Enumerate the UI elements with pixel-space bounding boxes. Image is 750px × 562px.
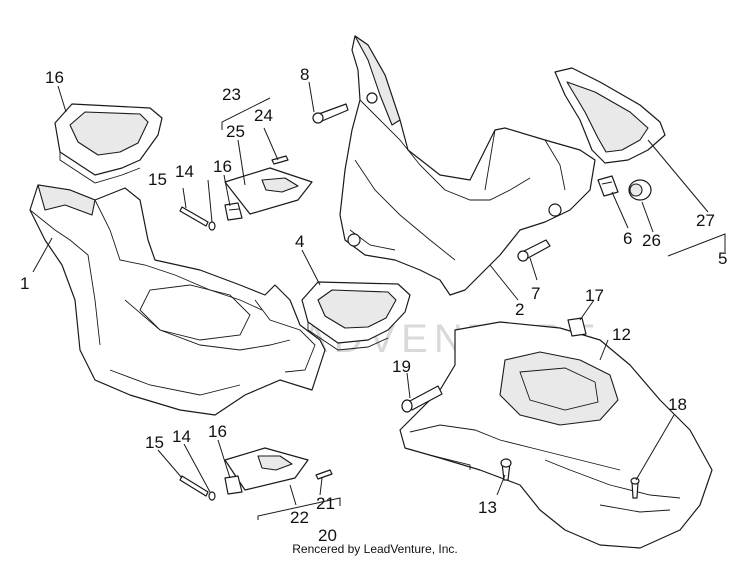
part-13-screw: [500, 458, 512, 481]
callout-13: 13: [478, 498, 497, 517]
callout-7: 7: [531, 284, 540, 303]
part-17-clip: [567, 317, 587, 337]
callout-27: 27: [696, 211, 715, 230]
part-16-clip-lower: [224, 475, 243, 495]
part-1-front-shroud: [29, 184, 326, 416]
callout-2: 2: [515, 300, 524, 319]
part-15-bolt-upper: [179, 206, 209, 227]
part-3-cup-holder: [54, 103, 163, 184]
callout-3: 16: [45, 68, 64, 87]
callout-25: 25: [226, 122, 245, 141]
part-15-bolt-lower: [179, 475, 209, 497]
part-18-screw: [630, 477, 640, 499]
callout-14-upper: 14: [175, 162, 194, 181]
leader-lines: [32, 81, 726, 520]
callout-16-lower: 16: [208, 422, 227, 441]
part-2-inner-panel: [339, 35, 596, 296]
part-21-pin: [315, 469, 333, 480]
callout-5: 5: [718, 249, 727, 268]
callout-labels: 16 1 2 4 8 7 6 27 26 5 12 17 19 18 13 23…: [20, 65, 727, 545]
part-16-clip-upper: [224, 202, 243, 221]
part-27-bezel: [554, 67, 666, 164]
part-6-clip: [597, 175, 619, 197]
part-22-cover-plate: [224, 447, 309, 491]
callout-16-upper: 16: [213, 157, 232, 176]
part-7-screw: [517, 239, 551, 262]
callout-8: 8: [300, 65, 309, 84]
callout-24: 24: [254, 106, 273, 125]
callout-26: 26: [642, 231, 661, 250]
part-14-washer-upper: [208, 221, 216, 231]
part-14-washer-lower: [208, 491, 216, 501]
callout-6: 6: [623, 229, 632, 248]
callout-15-upper: 15: [148, 170, 167, 189]
part-25-cover-plate: [224, 167, 313, 215]
callout-22: 22: [290, 508, 309, 527]
part-4-cup-holder: [301, 281, 411, 351]
callout-23: 23: [222, 85, 241, 104]
callout-15-lower: 15: [145, 433, 164, 452]
callout-1: 1: [20, 274, 29, 293]
callout-21: 21: [316, 494, 335, 513]
footer-credit: Rencered by LeadVenture, Inc.: [292, 542, 458, 556]
part-26-grommet: [628, 179, 652, 201]
part-19-screw: [401, 385, 443, 413]
callout-20: 20: [318, 526, 337, 545]
part-24-pin: [271, 155, 289, 165]
callout-17: 17: [585, 286, 604, 305]
callout-12: 12: [612, 325, 631, 344]
callout-18: 18: [668, 395, 687, 414]
part-8-screw: [312, 103, 349, 124]
callout-14-lower: 14: [172, 427, 191, 446]
callout-4: 4: [295, 232, 304, 251]
callout-19: 19: [392, 357, 411, 376]
